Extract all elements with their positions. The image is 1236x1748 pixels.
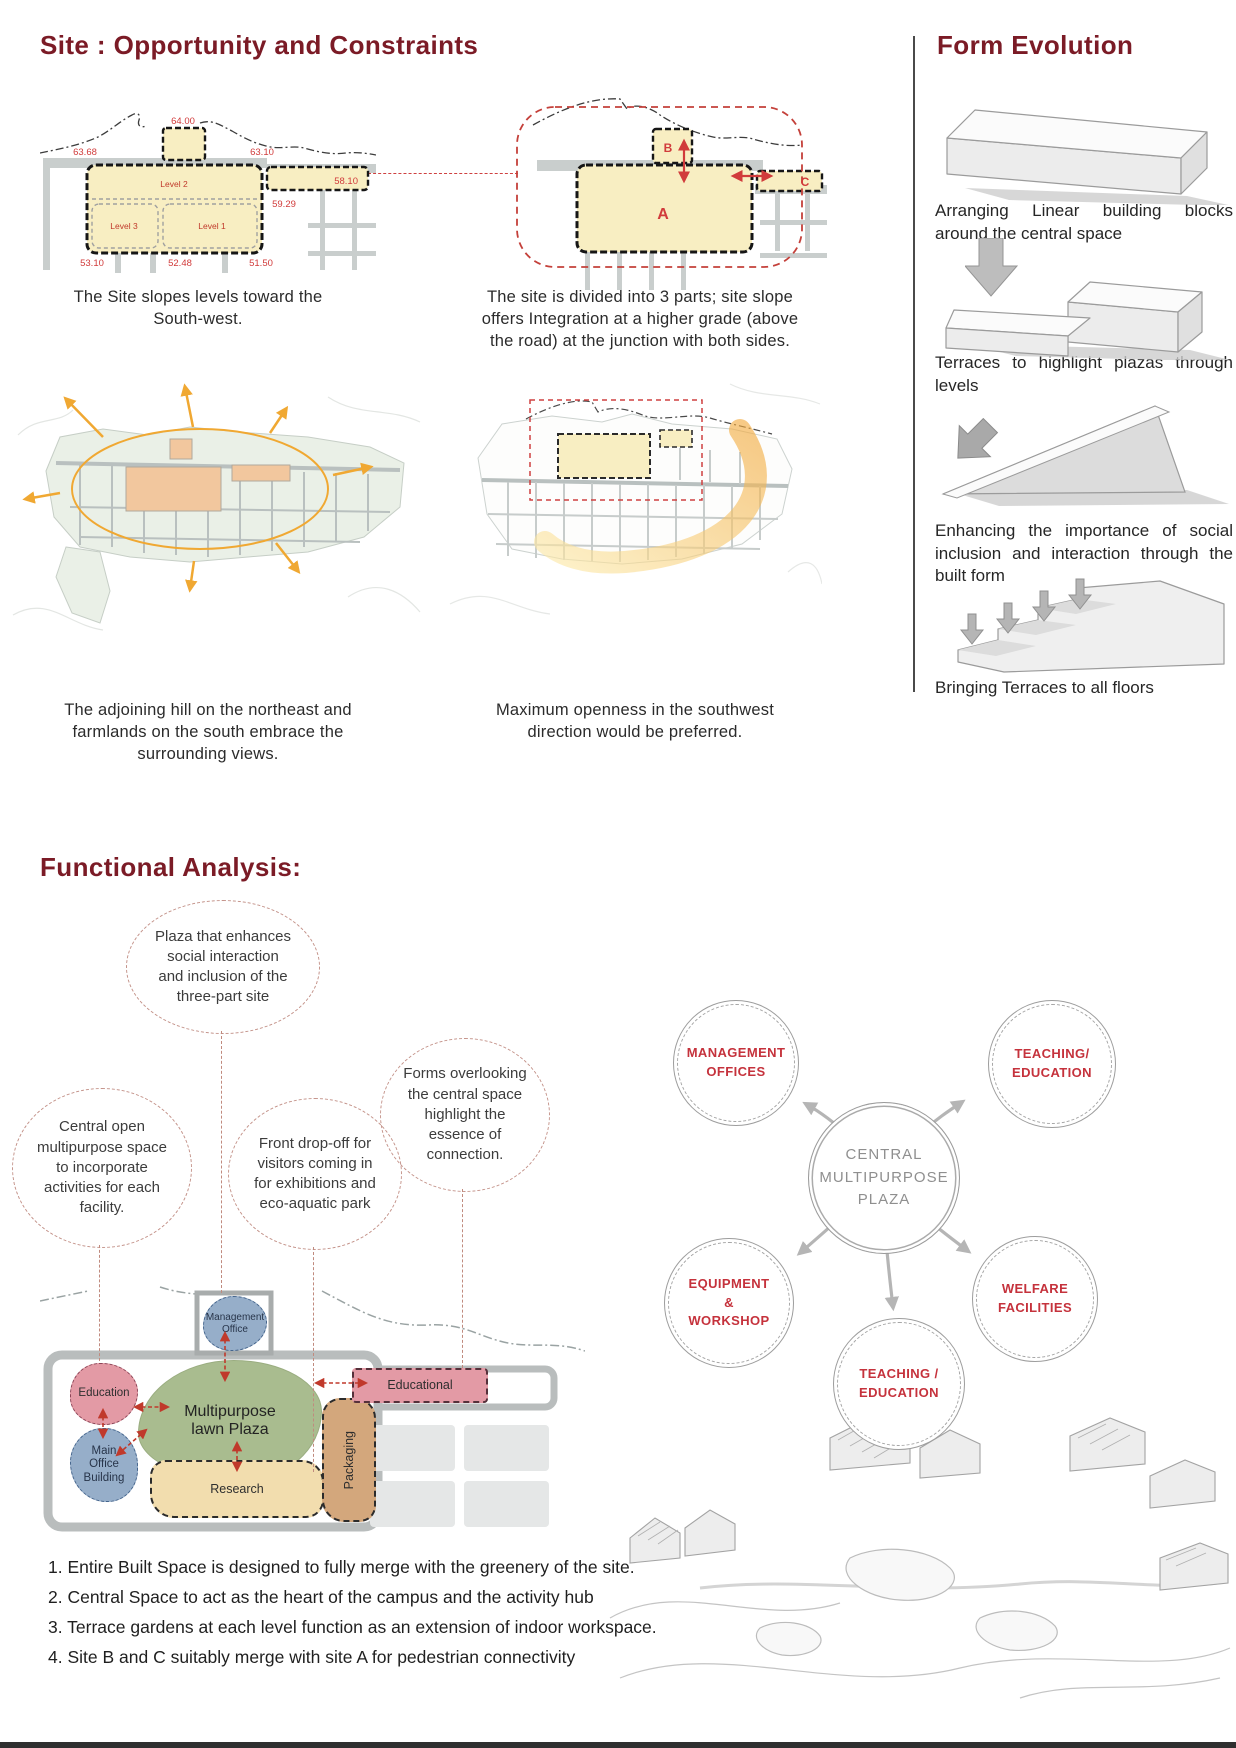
level-3-label: Level 3 [110, 221, 138, 231]
packaging-blob: Packaging [322, 1398, 376, 1522]
leader-line-1 [221, 1031, 222, 1293]
ponds [755, 1548, 1058, 1657]
risers [958, 599, 1116, 656]
site-blocks [85, 126, 370, 255]
three-parts-caption: The site is divided into 3 parts; site s… [481, 288, 799, 350]
form-step1-linear-block [946, 109, 1229, 205]
surrounding-views-diagram [12, 383, 421, 631]
elevation-right: 63.10 [250, 147, 274, 158]
contour-line [40, 113, 376, 156]
linkage-arrows [677, 138, 774, 184]
openness-diagram [449, 383, 822, 615]
bubble-plaza: Plaza that enhances social interaction a… [126, 900, 320, 1034]
shadow [959, 490, 1229, 506]
site-blocks [575, 127, 824, 254]
hub-teaching-education-bottom: TEACHING / EDUCATION [833, 1318, 965, 1450]
education-blob: Education [70, 1363, 138, 1425]
column-divider [913, 36, 915, 692]
plaza-label: Multipurpose lawn Plaza [184, 1402, 276, 1438]
elevation-strip: 58.10 [334, 176, 358, 187]
adjacent-plots [370, 1425, 549, 1527]
education-label: Education [78, 1387, 130, 1400]
level-2-label: Level 2 [160, 179, 188, 189]
hub-equipment-workshop: EQUIPMENT & WORKSHOP [664, 1238, 794, 1368]
bubble-forms-overlooking: Forms overlooking the central space high… [380, 1038, 550, 1192]
hub-teaching-education-top: TEACHING/ EDUCATION [988, 1000, 1116, 1128]
form-step4-caption: Bringing Terraces to all floors [935, 678, 1154, 697]
form-step3-wedge [941, 405, 1229, 506]
form-step3-caption: Enhancing the importance of social inclu… [935, 521, 1233, 586]
site-levels-diagram: 64.00 63.68 63.10 58.10 59.29 53.10 52.4… [40, 113, 376, 273]
grid-roads [55, 461, 401, 557]
elevation-junction: 59.29 [272, 199, 296, 210]
main-office-blob: Main Office Building [70, 1428, 138, 1502]
form-step4-stairs [957, 578, 1225, 673]
form-step2-terraced-block [945, 281, 1230, 360]
surrounding-views-caption: The adjoining hill on the northeast and … [64, 701, 352, 763]
bubble-central-space: Central open multipurpose space to incor… [12, 1088, 192, 1248]
elevation-bottom-mid: 52.48 [168, 258, 192, 269]
part-c-label: C [801, 175, 810, 189]
educational-label: Educational [387, 1378, 453, 1393]
focus-ellipse [71, 428, 329, 550]
elevation-bottom-right: 51.50 [249, 258, 273, 269]
openness-swoosh [534, 419, 767, 574]
note-item-1: 1. Entire Built Space is designed to ful… [48, 1557, 635, 1577]
note-item-3: 3. Terrace gardens at each level functio… [48, 1617, 657, 1637]
campus-aerial-sketch [609, 1417, 1231, 1699]
hub-management-offices: MANAGEMENT OFFICES [673, 1000, 799, 1126]
main-office-label: Main Office Building [83, 1445, 125, 1484]
faint-contours [449, 383, 822, 615]
three-parts-diagram: B A C [516, 98, 827, 290]
level-dividers [91, 198, 258, 249]
openness-caption: Maximum openness in the southwest direct… [495, 701, 775, 741]
hub-welfare-facilities: WELFARE FACILITIES [972, 1236, 1098, 1362]
buildings [125, 438, 291, 512]
focus-dashed-rect [529, 399, 703, 501]
note-item-2: 2. Central Space to act as the heart of … [48, 1587, 594, 1607]
site-levels-caption: The Site slopes levels toward the South-… [73, 288, 323, 328]
hub-center-circle: CENTRAL MULTIPURPOSE PLAZA [808, 1102, 960, 1254]
site-boundary-dashed [516, 106, 803, 268]
research-label: Research [210, 1481, 264, 1496]
part-b-label: B [664, 141, 673, 155]
connector-dashed-line [368, 173, 518, 174]
management-office-label: Management Office [205, 1312, 265, 1335]
contour-line [525, 400, 773, 435]
down-arrow-icon [965, 238, 1019, 297]
part-a-label: A [657, 206, 669, 223]
functional-analysis-title: Functional Analysis: [40, 852, 302, 882]
management-office-blob: Management Office [203, 1296, 267, 1351]
design-notes-list: 1. Entire Built Space is designed to ful… [48, 1552, 657, 1672]
packaging-label: Packaging [341, 1430, 356, 1490]
site-area [45, 426, 405, 563]
form-evolution-title: Form Evolution [937, 30, 1134, 60]
note-item-4: 4. Site B and C suitably merge with site… [48, 1647, 576, 1667]
bubble-drop-off: Front drop-off for visitors coming in fo… [228, 1098, 402, 1250]
page-bottom-edge [0, 1742, 1236, 1748]
elevation-top: 64.00 [171, 116, 195, 127]
leader-line-2 [99, 1245, 100, 1361]
site-blocks [557, 429, 693, 479]
faint-contours [12, 396, 421, 631]
view-arrows [22, 383, 374, 593]
elevation-bottom-left: 53.10 [80, 258, 104, 269]
educational-bar: Educational [352, 1368, 488, 1403]
page-title: Site : Opportunity and Constraints [40, 30, 479, 60]
form-step1-caption: Arranging Linear building blocks around … [935, 201, 1233, 243]
site-lobe [55, 546, 111, 624]
leader-line-3 [313, 1247, 314, 1472]
leader-line-4 [462, 1189, 463, 1368]
down-left-arrow-icon [957, 418, 999, 459]
terrace-arrows [959, 578, 1093, 645]
level-1-label: Level 1 [198, 221, 226, 231]
research-blob: Research [150, 1460, 324, 1518]
elevation-left: 63.68 [73, 147, 97, 158]
shadow [965, 188, 1229, 205]
